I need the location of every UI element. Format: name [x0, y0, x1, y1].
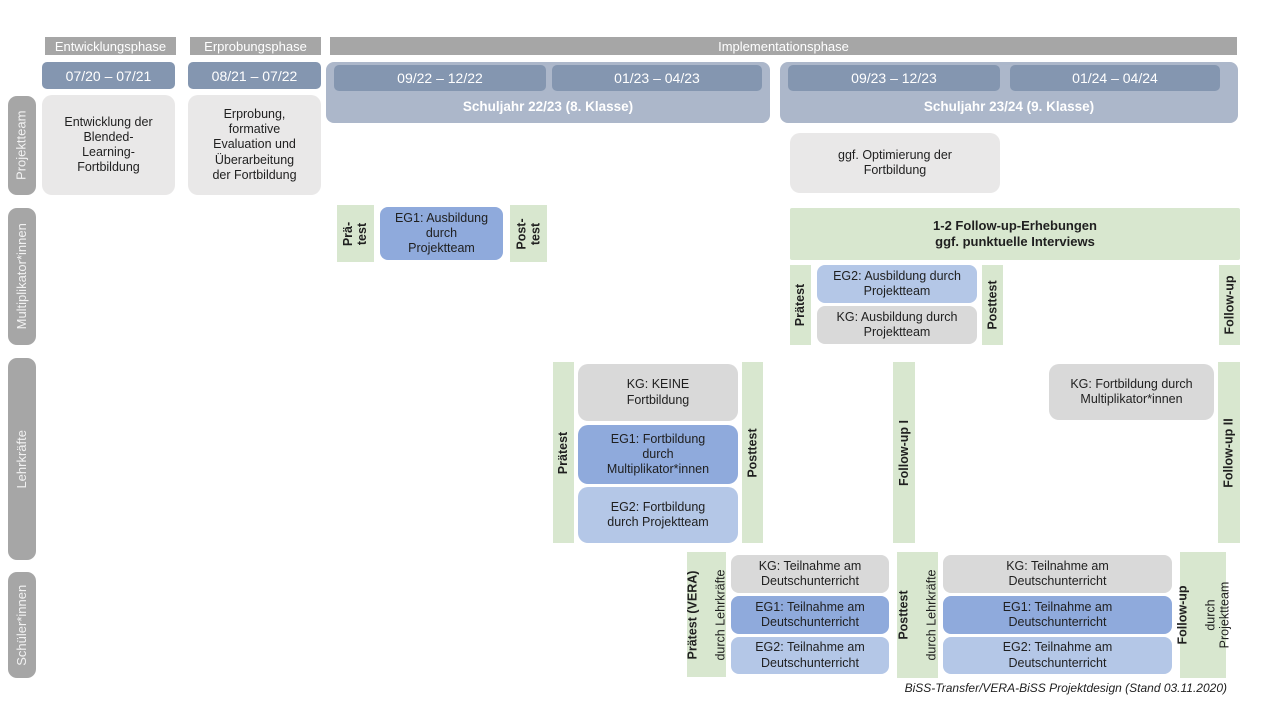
box-eg2-ausbildung-projektteam: EG2: Ausbildung durch Projektteam	[817, 265, 977, 303]
box-erprobung-evaluation: Erprobung, formative Evaluation und Über…	[188, 95, 321, 195]
box-kg-ausbildung-projektteam: KG: Ausbildung durch Projektteam	[817, 306, 977, 344]
followup1-bar-lehrkraefte: Follow-up I	[893, 362, 915, 543]
box-eg1-ausbildung-projektteam: EG1: Ausbildung durch Projektteam	[380, 207, 503, 260]
box-eg1-fortbildung-multiplikatorinnen: EG1: Fortbildung durch Multiplikator*inn…	[578, 425, 738, 484]
row-label-multiplikatorinnen-text: Multiplikator*innen	[13, 223, 29, 330]
date-bar-0922-1222: 09/22 – 12/22	[334, 65, 546, 91]
row-label-projektteam: Projektteam	[8, 96, 36, 195]
row-label-schuelerinnen: Schüler*innen	[8, 572, 36, 678]
box-eg2-fortbildung-projektteam: EG2: Fortbildung durch Projektteam	[578, 487, 738, 543]
box-kg-teilnahme-deutschunterricht-1: KG: Teilnahme am Deutschunterricht	[731, 555, 889, 593]
posttest-bar-multiplikator-1: Post- test	[510, 205, 547, 262]
followup2-bar-lehrkraefte: Follow-up II	[1218, 362, 1240, 543]
posttest-schueler-label: Posttest	[896, 590, 911, 640]
praetest-vera-bar-schueler: Prätest (VERA) durch Lehrkräfte	[685, 552, 728, 677]
date-bar-0124-0424: 01/24 – 04/24	[1010, 65, 1220, 91]
praetest-bar-multiplikator-2: Prätest	[790, 265, 811, 345]
schoolyear-23-24-container: 09/23 – 12/23 01/24 – 04/24 Schuljahr 23…	[780, 62, 1238, 123]
praetest-bar-multiplikator-1: Prä- test	[337, 205, 374, 262]
box-followup-erhebungen: 1-2 Follow-up-Erhebungen ggf. punktuelle…	[790, 208, 1240, 260]
box-optimierung-fortbildung: ggf. Optimierung der Fortbildung	[790, 133, 1000, 193]
phase-header-erprobung: Erprobungsphase	[190, 37, 321, 55]
phase-header-entwicklung: Entwicklungsphase	[45, 37, 176, 55]
followup-bar-multiplikator: Follow-up	[1219, 265, 1240, 345]
box-eg2-teilnahme-deutschunterricht-2: EG2: Teilnahme am Deutschunterricht	[943, 637, 1172, 674]
footer-caption: BiSS-Transfer/VERA-BiSS Projektdesign (S…	[904, 681, 1227, 695]
posttest-bar-lehrkraefte-text: Posttest	[745, 427, 760, 478]
date-bar-0923-1223: 09/23 – 12/23	[788, 65, 1000, 91]
date-bar-0821-0722: 08/21 – 07/22	[188, 62, 321, 89]
box-kg-fortbildung-multiplikatorinnen: KG: Fortbildung durch Multiplikator*inne…	[1049, 364, 1214, 420]
box-entwicklung-blended-learning: Entwicklung der Blended- Learning- Fortb…	[42, 95, 175, 195]
praetest-bar-lehrkraefte: Prätest	[553, 362, 574, 543]
row-label-multiplikatorinnen: Multiplikator*innen	[8, 208, 36, 345]
box-kg-teilnahme-deutschunterricht-2: KG: Teilnahme am Deutschunterricht	[943, 555, 1172, 593]
row-label-lehrkraefte-text: Lehrkräfte	[13, 429, 29, 489]
followup2-bar-lehrkraefte-text: Follow-up II	[1222, 417, 1236, 488]
followup1-bar-lehrkraefte-text: Follow-up I	[897, 419, 911, 486]
date-bar-0720-0721: 07/20 – 07/21	[42, 62, 175, 89]
row-label-schuelerinnen-text: Schüler*innen	[13, 584, 29, 666]
praetest-bar-lehrkraefte-text: Prätest	[556, 431, 571, 474]
phase-header-implementation: Implementationsphase	[330, 37, 1237, 55]
box-kg-keine-fortbildung: KG: KEINE Fortbildung	[578, 364, 738, 421]
posttest-bar-schueler: Posttest durch Lehrkräfte	[896, 552, 939, 678]
date-bar-0123-0423: 01/23 – 04/23	[552, 65, 762, 91]
praetest-bar-multiplikator-2-text: Prätest	[793, 283, 808, 327]
box-eg1-teilnahme-deutschunterricht-2: EG1: Teilnahme am Deutschunterricht	[943, 596, 1172, 634]
followup-bar-multiplikator-text: Follow-up	[1222, 275, 1237, 335]
box-eg1-teilnahme-deutschunterricht-1: EG1: Teilnahme am Deutschunterricht	[731, 596, 889, 634]
praetest-bar-multiplikator-1-text: Prä- test	[341, 221, 370, 246]
schoolyear-22-23-label: Schuljahr 22/23 (8. Klasse)	[462, 99, 634, 114]
row-label-lehrkraefte: Lehrkräfte	[8, 358, 36, 560]
praetest-vera-sublabel: durch Lehrkräfte	[713, 568, 728, 661]
followup-schueler-sublabel: durch Projektteam	[1203, 581, 1232, 649]
schoolyear-22-23-container: 09/22 – 12/22 01/23 – 04/23 Schuljahr 22…	[326, 62, 770, 123]
followup-schueler-label: Follow-up	[1175, 585, 1190, 645]
schoolyear-23-24-label: Schuljahr 23/24 (9. Klasse)	[923, 99, 1095, 114]
posttest-bar-multiplikator-1-text: Post- test	[514, 217, 543, 250]
followup-bar-schueler: Follow-up durch Projektteam	[1175, 552, 1231, 678]
row-label-projektteam-text: Projektteam	[13, 110, 29, 181]
box-eg2-teilnahme-deutschunterricht-1: EG2: Teilnahme am Deutschunterricht	[731, 637, 889, 674]
posttest-schueler-sublabel: durch Lehrkräfte	[924, 569, 939, 661]
posttest-bar-multiplikator-2-text: Posttest	[985, 280, 1000, 330]
praetest-vera-label: Prätest (VERA)	[685, 570, 700, 659]
posttest-bar-lehrkraefte: Posttest	[742, 362, 763, 543]
posttest-bar-multiplikator-2: Posttest	[982, 265, 1003, 345]
